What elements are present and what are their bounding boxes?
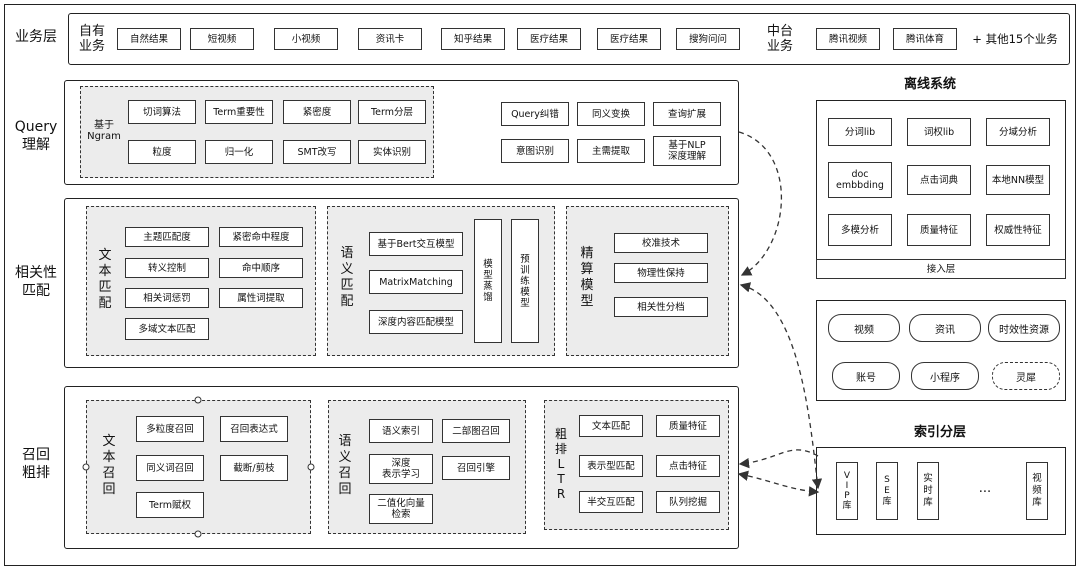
index-item-1: S E 库: [876, 462, 898, 520]
query-ngram-item-5: 归一化: [205, 140, 273, 164]
query-item-4: 主需提取: [577, 139, 645, 163]
query-ngram-item-7: 实体识别: [358, 140, 426, 164]
rec-sem-item-1: 二部图召回: [442, 419, 510, 443]
rel-sem-label: 语 义 匹 配: [340, 246, 354, 309]
biz-own-item-3: 资讯卡: [358, 28, 422, 50]
index-item-2: 实 时 库: [917, 462, 939, 520]
resource-pill-1: 资讯: [909, 314, 981, 342]
connector-index-ltr: [738, 449, 819, 469]
rec-text-item-1: 召回表达式: [220, 416, 288, 442]
offline-title: 离线系统: [903, 76, 956, 92]
rel-fine-item-1: 物理性保持: [614, 263, 708, 283]
connector-recall-index: [737, 470, 820, 497]
biz-own-item-1: 短视频: [190, 28, 254, 50]
rel-text-label: 文 本 匹 配: [98, 248, 112, 311]
connector-query-offline: [738, 131, 783, 276]
query-item-0: Query纠错: [501, 102, 569, 126]
rel-sem-item-0: 基于Bert交互模型: [369, 232, 463, 256]
rec-ltr-item-2: 表示型匹配: [579, 455, 643, 477]
rec-text-item-0: 多粒度召回: [136, 416, 204, 442]
offline-item-5: 本地NN模型: [986, 165, 1050, 195]
rel-text-item-4: 相关词惩罚: [125, 288, 209, 308]
resource-pill-2: 时效性资源: [988, 314, 1060, 342]
offline-item-1: 词权lib: [907, 118, 971, 146]
section-label-biz: 业务层: [15, 29, 57, 45]
rec-sem-item-3: 召回引擎: [442, 456, 510, 480]
rel-fine-label: 精 算 模 型: [580, 246, 594, 309]
biz-own-label: 自有 业务: [78, 24, 105, 54]
offline-access-layer: 接入层: [816, 259, 1066, 279]
rec-text-item-2: 同义词召回: [136, 455, 204, 481]
query-item-3: 意图识别: [501, 139, 569, 163]
biz-mid-item-0: 腾讯视频: [816, 28, 880, 50]
biz-mid-item-1: 腾讯体育: [893, 28, 957, 50]
biz-own-item-2: 小视频: [274, 28, 338, 50]
rec-text-item-3: 截断/剪枝: [220, 455, 288, 481]
query-item-1: 同义变换: [577, 102, 645, 126]
biz-own-item-5: 医疗结果: [517, 28, 581, 50]
rel-text-item-5: 属性词提取: [219, 288, 303, 308]
rel-sem-item-2: 深度内容匹配模型: [369, 310, 463, 334]
rec-ltr-item-1: 质量特征: [656, 415, 720, 437]
rel-text-item-2: 转义控制: [125, 258, 209, 278]
rel-sem-tall-0: 模 型 蒸 馏: [474, 219, 502, 343]
rec-sem-item-2: 深度 表示学习: [369, 454, 433, 484]
index-title: 索引分层: [913, 424, 966, 440]
rec-ltr-item-4: 半交互匹配: [579, 491, 643, 513]
diagram-frame: [4, 4, 1076, 566]
rec-ltr-label: 粗 排 L T R: [554, 426, 567, 501]
section-label-relevance: 相关性 匹配: [15, 265, 57, 299]
biz-own-item-0: 自然结果: [117, 28, 181, 50]
query-ngram-item-4: 粒度: [128, 140, 196, 164]
rel-text-item-1: 紧密命中程度: [219, 227, 303, 247]
offline-item-4: 点击词典: [907, 165, 971, 195]
biz-more: + 其他15个业务: [972, 31, 1058, 46]
index-item-3: 视 频 库: [1026, 462, 1048, 520]
biz-mid-label: 中台 业务: [766, 24, 793, 54]
rel-text-item-0: 主题匹配度: [125, 227, 209, 247]
offline-item-8: 权威性特征: [986, 214, 1050, 246]
resource-pill-3: 账号: [832, 362, 900, 390]
rel-fine-item-0: 校准技术: [614, 233, 708, 253]
rel-sem-item-1: MatrixMatching: [369, 270, 463, 294]
index-ellipsis: ...: [978, 480, 992, 496]
section-label-recall: 召回 粗排: [22, 447, 50, 481]
offline-item-3: doc embbding: [828, 162, 892, 198]
offline-item-2: 分域分析: [986, 118, 1050, 146]
rec-ltr-item-5: 队列挖掘: [656, 491, 720, 513]
offline-item-6: 多模分析: [828, 214, 892, 246]
resource-pill-5: 灵犀: [992, 362, 1060, 390]
query-ngram-item-0: 切词算法: [128, 100, 196, 124]
rec-sem-item-0: 语义索引: [369, 419, 433, 443]
rec-ltr-item-0: 文本匹配: [579, 415, 643, 437]
biz-own-item-6: 医疗结果: [597, 28, 661, 50]
selection-handles: [82, 396, 315, 538]
rel-text-item-6: 多域文本匹配: [125, 318, 209, 340]
resource-pill-4: 小程序: [911, 362, 979, 390]
biz-own-item-4: 知乎结果: [441, 28, 505, 50]
query-item-5: 基于NLP 深度理解: [653, 136, 721, 166]
query-ngram-item-3: Term分层: [358, 100, 426, 124]
rel-text-item-3: 命中顺序: [219, 258, 303, 278]
query-item-2: 查询扩展: [653, 102, 721, 126]
query-ngram-item-2: 紧密度: [283, 100, 351, 124]
rec-sem-label: 语 义 召 回: [338, 434, 352, 497]
query-ngram-item-1: Term重要性: [205, 100, 273, 124]
resource-pill-0: 视频: [828, 314, 900, 342]
query-ngram-label: 基于 Ngram: [87, 120, 121, 142]
biz-own-item-7: 搜狗问问: [676, 28, 740, 50]
rel-sem-tall-1: 预 训 练 模 型: [511, 219, 539, 343]
rel-fine-item-2: 相关性分档: [614, 297, 708, 317]
rec-text-item-4: Term赋权: [136, 492, 204, 518]
section-label-query: Query 理解: [14, 119, 58, 153]
rec-text-label: 文 本 召 回: [102, 434, 116, 497]
rec-sem-item-4: 二值化向量 检索: [369, 494, 433, 524]
index-item-0: V I P 库: [836, 462, 858, 520]
query-ngram-item-6: SMT改写: [283, 140, 351, 164]
offline-item-7: 质量特征: [907, 214, 971, 246]
offline-item-0: 分词lib: [828, 118, 892, 146]
connector-relevance-index: [739, 282, 823, 490]
rec-ltr-item-3: 点击特征: [656, 455, 720, 477]
